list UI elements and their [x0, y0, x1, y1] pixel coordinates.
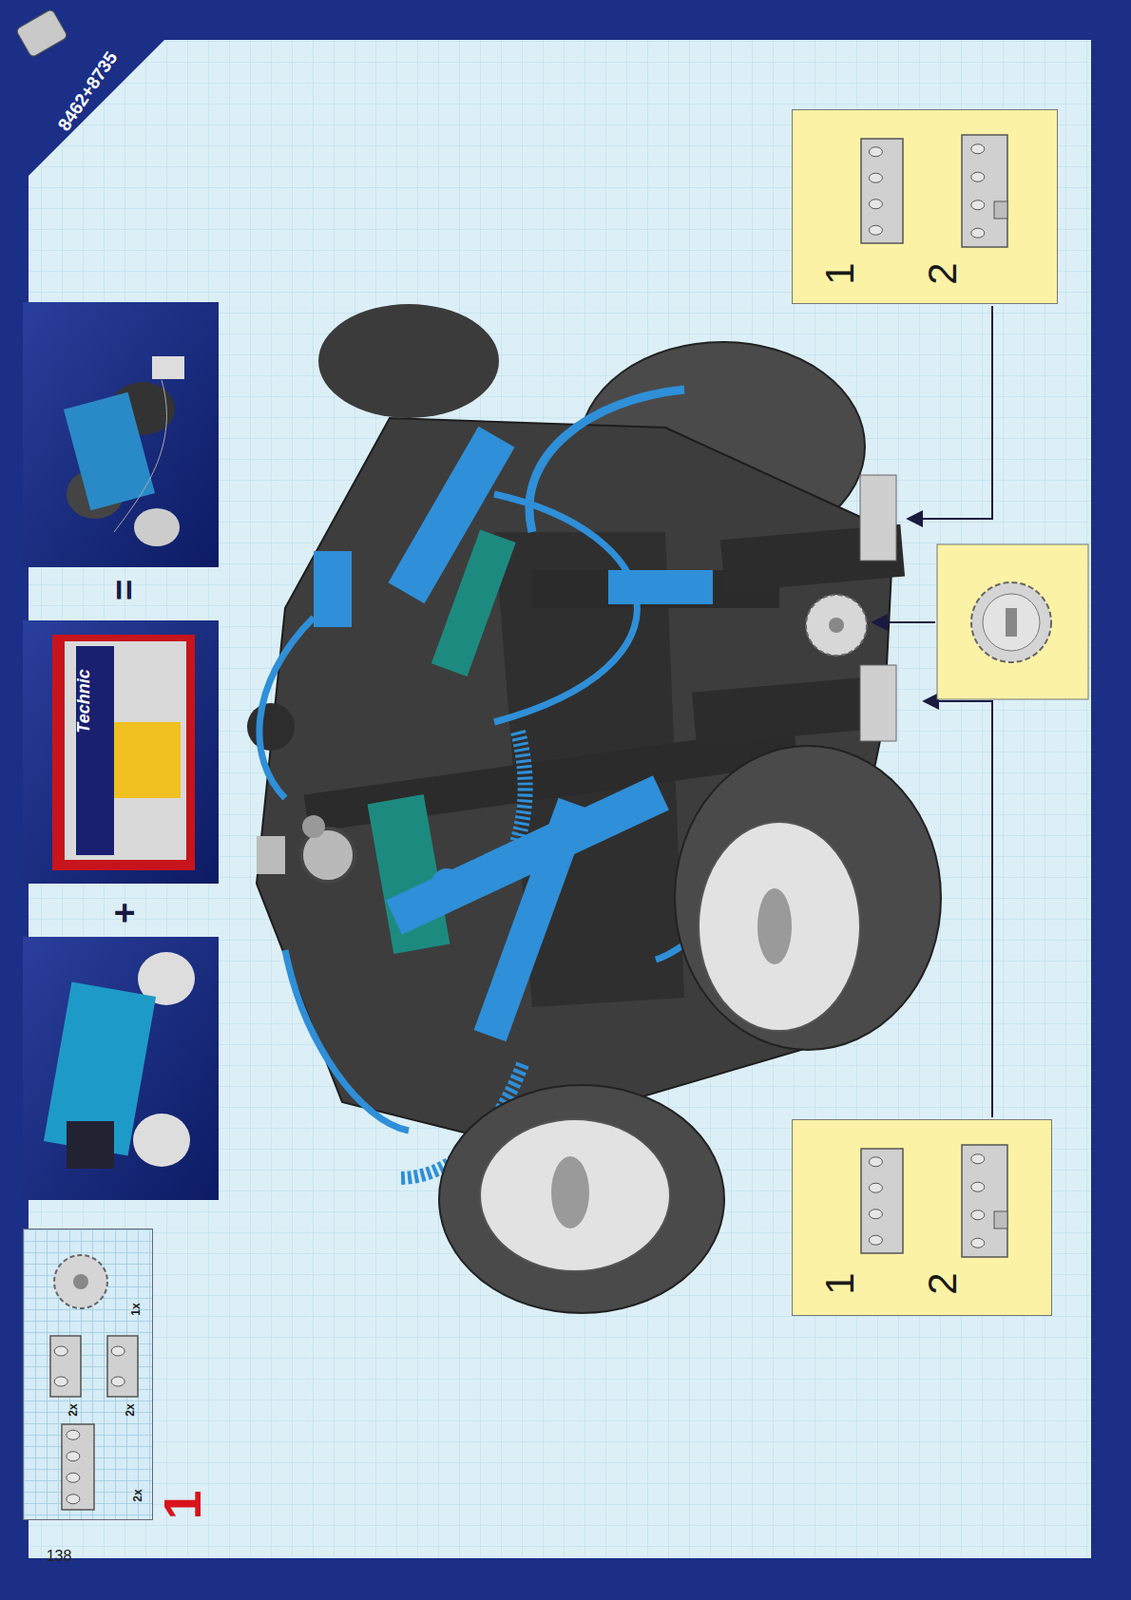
motor-icon	[15, 8, 68, 58]
part-quantity: 1x	[130, 1303, 142, 1316]
part-quantity: 2x	[132, 1489, 144, 1502]
parts-list-box: 2x 2x 2x 1x	[22, 1228, 154, 1521]
page-number: 138	[46, 1549, 73, 1565]
part-quantity: 2x	[67, 1403, 79, 1417]
callout-number: 1	[820, 262, 861, 285]
step-number: 1	[155, 1490, 210, 1520]
thumbnail-photos	[22, 302, 219, 1201]
part-callout-box: 12	[791, 1119, 1053, 1317]
equals-sign: =	[106, 579, 143, 601]
callout-number: 2	[922, 1272, 963, 1295]
plus-sign: +	[106, 902, 143, 924]
part-quantity: 2x	[124, 1403, 136, 1417]
callout-number: 1	[820, 1272, 861, 1295]
box-brand: Technic	[75, 669, 93, 733]
part-callout-box: 12	[791, 109, 1058, 305]
gear-callout	[937, 544, 1089, 700]
callout-number: 2	[922, 262, 963, 285]
leader-arrows	[872, 306, 993, 1118]
part-drawing	[23, 1229, 154, 1522]
grid-ground	[28, 39, 1092, 1559]
